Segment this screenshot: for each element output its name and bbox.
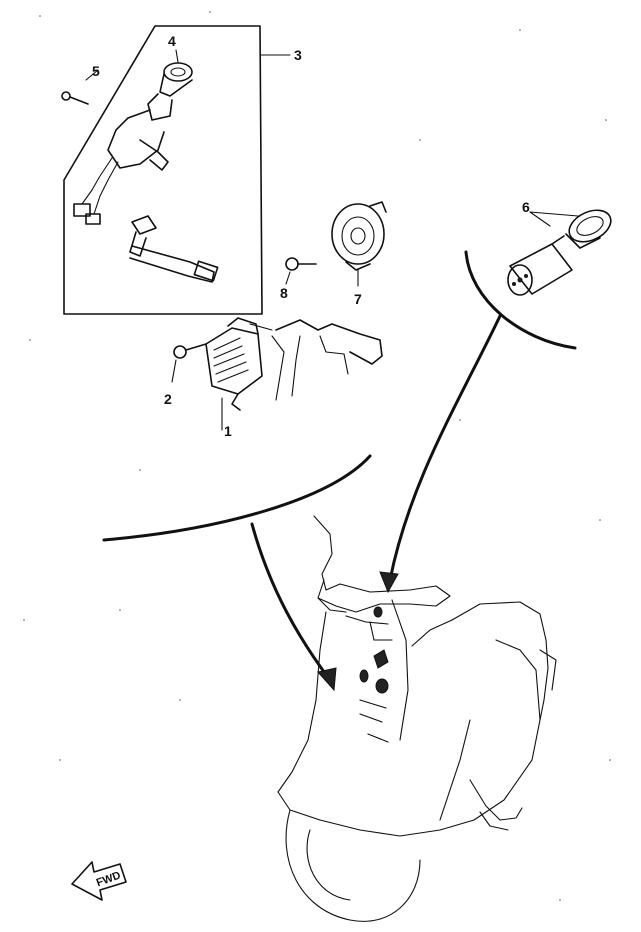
fwd-label: FWD [95,869,123,889]
callout-6: 6 [522,199,530,215]
callout-2: 2 [164,391,172,407]
arrow-left-head [317,667,337,692]
callout-7: 7 [354,291,362,307]
scooter-outline [277,515,557,922]
main-switch-assembly-frame [63,25,263,315]
frame-section-drawing [249,319,383,401]
arrow-right-head [379,571,399,594]
regulator-bolt-drawing [171,343,207,383]
scan-specks [23,11,611,901]
detail-arc-right [464,250,577,350]
callout-1: 1 [224,423,232,439]
lock-bracket-drawing [129,215,219,283]
callout-8: 8 [280,285,288,301]
detail-arc-left [102,454,372,542]
switch-screw-drawing [61,69,99,105]
horn-drawing [331,201,387,287]
arrow-left-line [250,522,332,682]
regulator-drawing [205,317,263,431]
fwd-direction-arrow: FWD [71,861,127,901]
main-switch-drawing [73,62,193,225]
arrow-right-line [388,314,502,582]
meter-unit-drawing [507,209,612,296]
callout-5: 5 [92,63,100,79]
horn-bolt-drawing [285,257,317,285]
callout-3: 3 [294,47,302,63]
callout-4: 4 [168,33,176,49]
leader-4 [175,49,179,63]
